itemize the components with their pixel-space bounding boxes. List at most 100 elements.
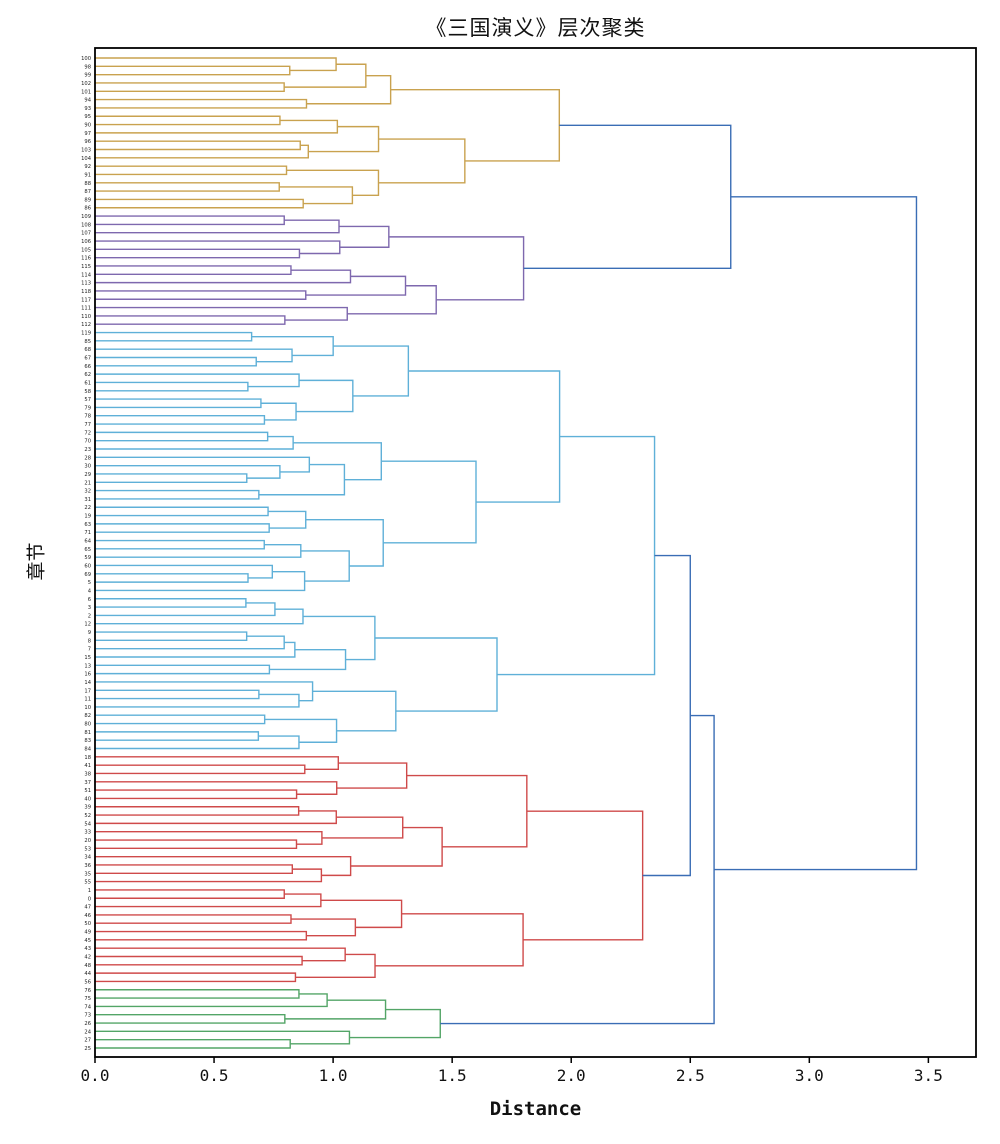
svg-text:22: 22: [84, 505, 91, 511]
svg-text:82: 82: [84, 713, 91, 719]
svg-text:65: 65: [84, 547, 91, 553]
dendrogram-links: [95, 57, 656, 1049]
svg-text:84: 84: [84, 747, 91, 753]
svg-text:106: 106: [81, 239, 91, 245]
svg-text:62: 62: [84, 372, 91, 378]
svg-text:39: 39: [84, 805, 91, 811]
svg-text:53: 53: [84, 846, 91, 852]
svg-text:10: 10: [84, 705, 91, 711]
svg-text:70: 70: [84, 439, 91, 445]
svg-text:54: 54: [84, 821, 91, 827]
svg-text:29: 29: [84, 472, 91, 478]
svg-text:18: 18: [84, 755, 91, 761]
svg-text:27: 27: [84, 1038, 91, 1044]
svg-text:102: 102: [81, 81, 91, 87]
svg-text:47: 47: [84, 905, 91, 911]
svg-text:20: 20: [84, 838, 91, 844]
svg-text:4: 4: [88, 588, 92, 594]
svg-text:3.0: 3.0: [795, 1066, 824, 1085]
svg-text:100: 100: [81, 56, 91, 62]
svg-text:44: 44: [84, 971, 91, 977]
svg-text:112: 112: [81, 322, 91, 328]
svg-text:77: 77: [84, 422, 91, 428]
svg-text:37: 37: [84, 780, 91, 786]
svg-text:19: 19: [84, 514, 91, 520]
svg-text:34: 34: [84, 855, 91, 861]
svg-text:1: 1: [88, 888, 91, 894]
svg-text:97: 97: [84, 131, 91, 137]
svg-text:45: 45: [84, 938, 91, 944]
svg-text:115: 115: [81, 264, 91, 270]
svg-text:99: 99: [84, 73, 91, 79]
chart-title: 《三国演义》层次聚类: [425, 16, 646, 40]
svg-text:7: 7: [88, 647, 91, 653]
svg-text:76: 76: [84, 988, 91, 994]
svg-text:66: 66: [84, 364, 91, 370]
svg-text:72: 72: [84, 430, 91, 436]
svg-text:73: 73: [84, 1013, 91, 1019]
svg-text:69: 69: [84, 572, 91, 578]
svg-text:3: 3: [88, 605, 91, 611]
svg-text:75: 75: [84, 996, 91, 1002]
svg-text:0.0: 0.0: [81, 1066, 110, 1085]
svg-text:21: 21: [84, 480, 91, 486]
x-axis-label: Distance: [489, 1098, 582, 1120]
svg-text:3.5: 3.5: [914, 1066, 943, 1085]
svg-text:87: 87: [84, 189, 91, 195]
svg-text:79: 79: [84, 405, 91, 411]
svg-text:90: 90: [84, 123, 91, 129]
svg-text:23: 23: [84, 447, 91, 453]
svg-text:95: 95: [84, 114, 91, 120]
svg-text:55: 55: [84, 880, 91, 886]
svg-text:63: 63: [84, 522, 91, 528]
svg-text:51: 51: [84, 788, 91, 794]
svg-text:119: 119: [81, 331, 91, 337]
svg-text:30: 30: [84, 464, 91, 470]
svg-text:56: 56: [84, 979, 91, 985]
svg-text:32: 32: [84, 489, 91, 495]
svg-text:36: 36: [84, 863, 91, 869]
svg-text:16: 16: [84, 672, 91, 678]
svg-text:81: 81: [84, 730, 91, 736]
svg-text:85: 85: [84, 339, 91, 345]
svg-text:59: 59: [84, 555, 91, 561]
svg-text:33: 33: [84, 830, 91, 836]
svg-text:14: 14: [84, 680, 91, 686]
svg-text:42: 42: [84, 954, 91, 960]
svg-text:2.0: 2.0: [557, 1066, 586, 1085]
svg-text:41: 41: [84, 763, 91, 769]
svg-text:118: 118: [81, 289, 91, 295]
svg-text:67: 67: [84, 355, 91, 361]
axes: [94, 47, 977, 1063]
svg-text:78: 78: [84, 414, 91, 420]
svg-text:24: 24: [84, 1029, 91, 1035]
svg-text:49: 49: [84, 930, 91, 936]
svg-text:94: 94: [84, 98, 91, 104]
svg-text:105: 105: [81, 247, 91, 253]
svg-text:2.5: 2.5: [676, 1066, 705, 1085]
svg-text:8: 8: [88, 638, 91, 644]
svg-text:58: 58: [84, 389, 91, 395]
svg-text:12: 12: [84, 622, 91, 628]
svg-text:110: 110: [81, 314, 91, 320]
svg-text:5: 5: [88, 580, 91, 586]
leaf-labels: 1009899102101949395909796103104929188878…: [81, 56, 92, 1052]
svg-text:68: 68: [84, 347, 91, 353]
svg-text:57: 57: [84, 397, 91, 403]
top-level-links: [440, 124, 918, 1025]
svg-text:60: 60: [84, 563, 91, 569]
svg-text:48: 48: [84, 963, 91, 969]
svg-text:52: 52: [84, 813, 91, 819]
svg-text:104: 104: [81, 156, 92, 162]
svg-text:28: 28: [84, 455, 91, 461]
svg-text:43: 43: [84, 946, 91, 952]
svg-text:111: 111: [81, 306, 91, 312]
svg-text:96: 96: [84, 139, 91, 145]
svg-text:31: 31: [84, 497, 91, 503]
svg-text:88: 88: [84, 181, 91, 187]
svg-text:6: 6: [88, 597, 91, 603]
svg-text:35: 35: [84, 871, 91, 877]
svg-text:103: 103: [81, 148, 91, 154]
